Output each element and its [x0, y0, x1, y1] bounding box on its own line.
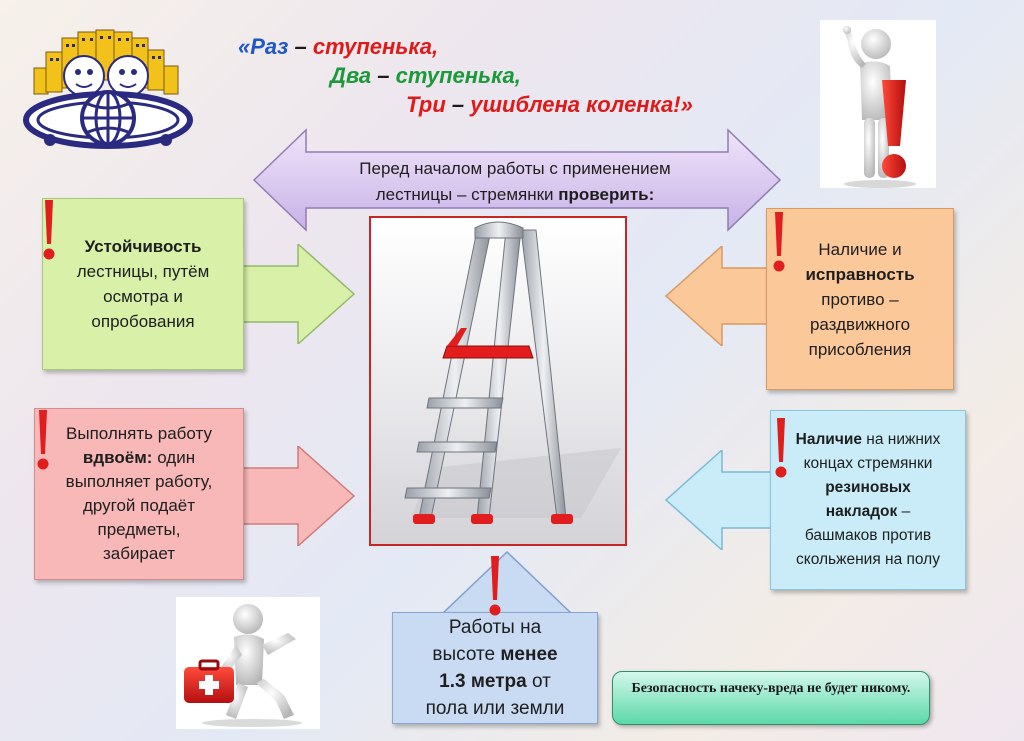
poem-word-raz: Раз: [250, 34, 289, 59]
ladder-photo: [369, 216, 627, 546]
poem-rest-1: ступенька,: [312, 34, 439, 59]
logo: [23, 29, 193, 149]
poem-dash-2: –: [371, 63, 396, 88]
poem-line-1: «Раз – ступенька,: [238, 34, 438, 60]
box-rubber-line-2: концах стремянки: [803, 455, 933, 472]
box-two-people-line-4: другой подаёт: [82, 496, 196, 515]
box-two-people-line-5: предметы,: [97, 520, 181, 539]
arrow-rubber: [664, 450, 784, 550]
person-with-exclamation-illustration: [820, 20, 936, 188]
box-height-line-3: 1.3 метра от: [439, 671, 551, 692]
top-banner-line-1: Перед началом работы с применением: [359, 159, 671, 178]
exclamation-icon-two-people: [37, 410, 49, 470]
top-double-arrow: [252, 128, 782, 232]
poem-line-2: Два – ступенька,: [330, 63, 521, 89]
box-stability-bold: Устойчивость: [84, 237, 202, 256]
poem-rest-3: ушиблена коленка!»: [470, 92, 693, 117]
poem-word-tri: Три: [406, 92, 446, 117]
first-aid-figure-illustration: [176, 597, 320, 729]
step-ladder-image: [371, 218, 625, 544]
box-rubber-line-5: башмаков против: [804, 527, 932, 544]
top-banner-line-2-plain: лестницы – стремянки: [375, 185, 559, 204]
top-banner-text: Перед началом работы с применением лестн…: [300, 156, 730, 208]
box-two-people: Выполнять работу вдвоём: один выполняет …: [34, 408, 244, 580]
box-lock-bold: исправность: [805, 264, 915, 284]
poem-open-quote: «: [238, 34, 251, 59]
poem-dash-1: –: [288, 34, 313, 59]
box-stability-line-1: лестницы, путём: [76, 262, 210, 281]
poem-word-dva: Два: [330, 63, 372, 88]
box-height-line-1: Работы на: [448, 617, 542, 638]
box-rubber: Наличие на нижних концах стремянки резин…: [770, 410, 966, 590]
poem-line-3: Три – ушиблена коленка!»: [406, 92, 693, 118]
box-two-people-line-1: Выполнять работу: [66, 424, 212, 443]
box-stability-line-3: опробования: [91, 312, 195, 331]
box-two-people-line-6: забирает: [102, 544, 176, 563]
arrow-stability: [236, 244, 356, 344]
box-lock-line-5: присобления: [808, 339, 912, 359]
box-height: Работы на высоте менее 1.3 метра от пола…: [392, 612, 598, 724]
exclamation-icon-lock: [773, 212, 785, 272]
box-rubber-line-3: резиновых: [825, 479, 911, 496]
box-lock-line-4: раздвижного: [809, 314, 911, 334]
top-banner-line-2-bold: проверить:: [558, 185, 655, 204]
box-rubber-line-4: накладок –: [825, 503, 911, 520]
box-rubber-line-6: скольжения на полу: [796, 551, 940, 568]
box-stability: Устойчивость лестницы, путём осмотра и о…: [42, 198, 244, 370]
box-lock: Наличие и исправность противо – раздвижн…: [766, 208, 954, 390]
box-lock-line-3: противо –: [821, 289, 899, 309]
exclamation-icon-stability: [43, 200, 55, 260]
box-two-people-line-3: выполняет работу,: [65, 472, 213, 491]
exclamation-icon-height: [489, 556, 501, 616]
arrow-two-people: [236, 446, 356, 546]
box-height-line-2: высоте менее: [432, 644, 558, 665]
exclamation-icon-rubber: [775, 418, 787, 478]
box-lock-line-1: Наличие и: [818, 239, 902, 259]
box-rubber-line-1: Наличие на нижних: [795, 431, 941, 448]
box-two-people-line-2: вдвоём: один: [82, 448, 196, 467]
box-height-line-4: пола или земли: [425, 698, 565, 719]
poem-rest-2: ступенька,: [395, 63, 521, 88]
poem-dash-3: –: [445, 92, 471, 117]
safety-note: Безопасность начеку-вреда не будет ником…: [612, 671, 930, 725]
arrow-height: [440, 550, 574, 615]
top-banner-line-2: лестницы – стремянки проверить:: [300, 182, 730, 208]
box-stability-line-2: осмотра и: [103, 287, 183, 306]
